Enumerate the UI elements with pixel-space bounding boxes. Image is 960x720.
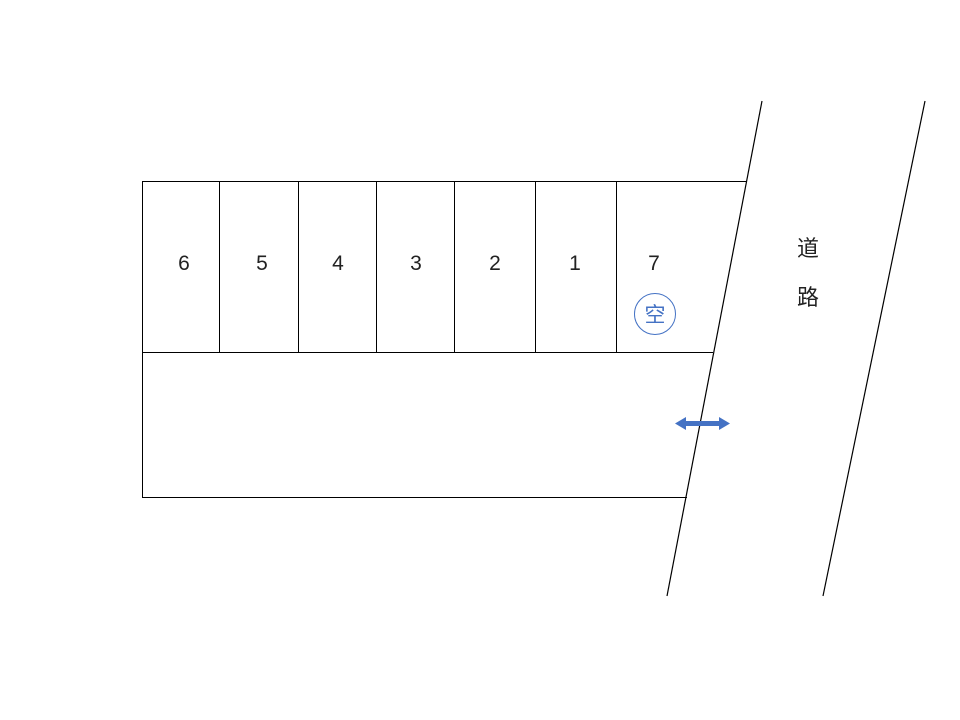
entrance-double-arrow-icon (675, 417, 730, 430)
space-label-5: 5 (256, 252, 268, 275)
road-edge-left (666, 100, 763, 597)
space-label-1: 1 (569, 252, 581, 275)
space-label-7: 7 (648, 252, 660, 275)
space-label-3: 3 (410, 252, 422, 275)
road-label-2: 路 (796, 286, 820, 311)
road-label-1: 道 (796, 237, 820, 262)
vacant-badge: 空 (634, 293, 676, 335)
space-label-2: 2 (489, 252, 501, 275)
space-label-6: 6 (178, 252, 190, 275)
space-label-4: 4 (332, 252, 344, 275)
road-edge-right (822, 100, 926, 597)
